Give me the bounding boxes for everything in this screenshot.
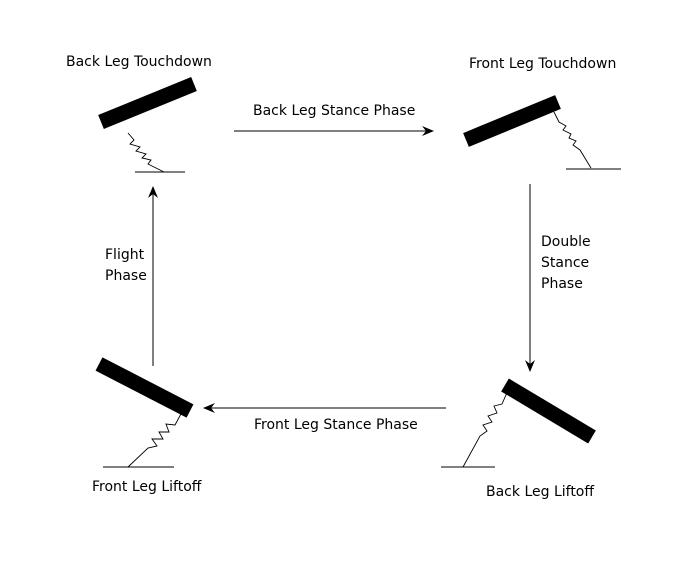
- phase-label-front-stance: Front Leg Stance Phase: [254, 417, 418, 433]
- front-leg-touchdown-figure: [463, 95, 621, 170]
- body-bar: [501, 378, 596, 444]
- body-bar: [463, 95, 561, 147]
- phase-label-double-stance-line1: Double: [541, 234, 591, 250]
- state-label-back-liftoff: Back Leg Liftoff: [486, 484, 595, 500]
- body-bar: [95, 357, 194, 418]
- phase-label-back-stance: Back Leg Stance Phase: [253, 103, 416, 119]
- state-label-front-liftoff: Front Leg Liftoff: [92, 479, 202, 495]
- phase-label-double-stance: Double Stance Phase: [541, 232, 591, 295]
- phase-label-flight-line2: Phase: [105, 268, 147, 284]
- phase-label-flight: Flight Phase: [105, 245, 147, 287]
- body-bar: [98, 77, 197, 129]
- back-leg-touchdown-figure: [98, 77, 197, 173]
- front-leg-liftoff-figure: [95, 357, 194, 468]
- spring-leg: [127, 132, 165, 173]
- spring-leg: [553, 111, 592, 169]
- phase-label-double-stance-line3: Phase: [541, 276, 583, 292]
- spring-leg: [462, 387, 510, 468]
- back-leg-liftoff-figure: [441, 378, 596, 468]
- phase-label-flight-line1: Flight: [105, 247, 145, 263]
- state-label-front-touchdown: Front Leg Touchdown: [469, 56, 617, 72]
- state-label-back-touchdown: Back Leg Touchdown: [66, 54, 212, 70]
- phase-label-double-stance-line2: Stance: [541, 255, 590, 271]
- spring-leg: [127, 411, 183, 468]
